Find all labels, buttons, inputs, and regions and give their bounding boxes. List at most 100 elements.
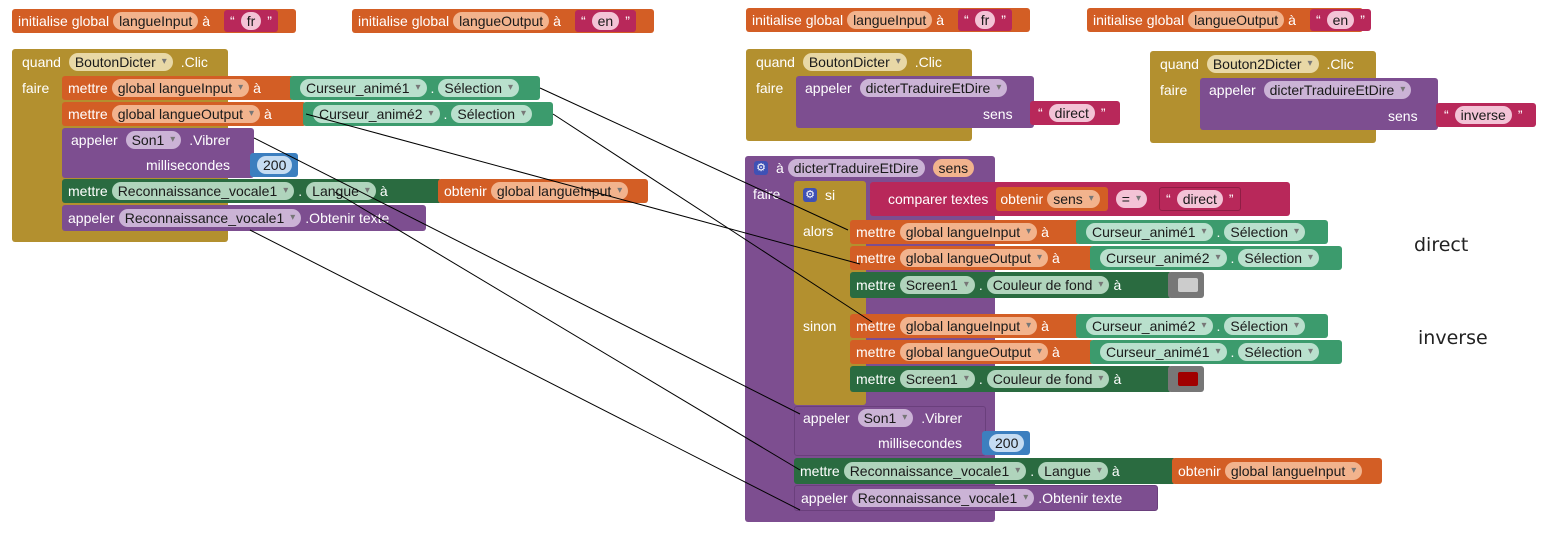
get-variable-block[interactable]: obtenir global langueInput bbox=[1172, 458, 1382, 484]
variable-name-field[interactable]: langueInput bbox=[847, 11, 933, 29]
component-dropdown[interactable]: Reconnaissance_vocale1 bbox=[118, 209, 302, 227]
text-string-block[interactable]: “ fr ” bbox=[224, 10, 278, 32]
variable-dropdown[interactable]: global langueInput bbox=[111, 79, 250, 97]
text-value-field[interactable]: direct bbox=[1176, 190, 1223, 208]
set-component-property-block[interactable]: mettre Reconnaissance_vocale1 . Langue à bbox=[62, 179, 442, 203]
component-dropdown[interactable]: BoutonDicter bbox=[802, 53, 907, 71]
component-dropdown[interactable]: Curseur_animé1 bbox=[1086, 223, 1213, 241]
color-swatch[interactable] bbox=[1178, 372, 1198, 386]
number-value[interactable]: 200 bbox=[257, 156, 293, 174]
property-dropdown[interactable]: Sélection bbox=[1238, 249, 1320, 267]
text-value-field[interactable]: direct bbox=[1048, 104, 1095, 122]
set-variable-block[interactable]: mettre global langueInput à bbox=[62, 76, 294, 100]
variable-name-field[interactable]: langueOutput bbox=[453, 12, 550, 30]
component-dropdown[interactable]: Reconnaissance_vocale1 bbox=[843, 462, 1027, 480]
global-declaration-langueInput-left[interactable]: initialise global langueInput à “ fr ” bbox=[12, 9, 296, 33]
variable-dropdown[interactable]: global langueInput bbox=[490, 182, 629, 200]
property-dropdown[interactable]: Sélection bbox=[1224, 317, 1306, 335]
component-dropdown[interactable]: Curseur_animé2 bbox=[1086, 317, 1213, 335]
call-procedure-header: appeler dicterTraduireEtDire bbox=[1209, 80, 1415, 100]
color-block-gray[interactable] bbox=[1168, 272, 1204, 298]
component-getter-block[interactable]: Curseur_animé2 . Sélection bbox=[303, 102, 553, 126]
property-dropdown[interactable]: Couleur de fond bbox=[986, 276, 1110, 294]
operator-dropdown[interactable]: = bbox=[1115, 190, 1148, 208]
gear-icon[interactable]: ⚙ bbox=[754, 161, 768, 175]
component-dropdown[interactable]: Bouton2Dicter bbox=[1206, 55, 1319, 73]
component-dropdown[interactable]: Screen1 bbox=[899, 276, 975, 294]
color-swatch[interactable] bbox=[1178, 278, 1198, 292]
global-declaration-langueOutput-left[interactable]: initialise global langueOutput à “ en ” bbox=[352, 9, 654, 33]
component-dropdown[interactable]: Son1 bbox=[125, 131, 182, 149]
text-value-field[interactable]: en bbox=[591, 12, 620, 30]
component-dropdown[interactable]: Reconnaissance_vocale1 bbox=[111, 182, 295, 200]
text-string-block[interactable]: “ en ” bbox=[1309, 9, 1371, 31]
sens-param-label: sens bbox=[1388, 108, 1418, 124]
get-variable-block[interactable]: obtenir global langueInput bbox=[438, 179, 648, 203]
component-getter-block[interactable]: Curseur_animé1 . Sélection bbox=[1090, 340, 1342, 364]
call-obtenir-texte-block[interactable]: appeler Reconnaissance_vocale1 .Obtenir … bbox=[794, 485, 1158, 511]
procedure-dropdown[interactable]: dicterTraduireEtDire bbox=[1263, 81, 1412, 99]
initialise-keyword: initialise global bbox=[358, 13, 450, 29]
get-variable-block[interactable]: obtenir sens bbox=[996, 187, 1108, 211]
variable-name-field[interactable]: langueInput bbox=[113, 12, 199, 30]
component-dropdown[interactable]: Curseur_animé2 bbox=[313, 105, 440, 123]
text-value-field[interactable]: fr bbox=[240, 12, 262, 30]
set-variable-block[interactable]: mettre global langueInput à bbox=[850, 314, 1080, 338]
set-component-property-block[interactable]: mettre Screen1 . Couleur de fond à bbox=[850, 366, 1172, 392]
variable-dropdown[interactable]: global langueInput bbox=[899, 317, 1038, 335]
set-variable-block[interactable]: mettre global langueOutput à bbox=[62, 102, 306, 126]
component-getter-block[interactable]: Curseur_animé1 . Sélection bbox=[1076, 220, 1328, 244]
component-dropdown[interactable]: Son1 bbox=[857, 409, 914, 427]
set-variable-block[interactable]: mettre global langueOutput à bbox=[850, 340, 1094, 364]
variable-dropdown[interactable]: global langueInput bbox=[1224, 462, 1363, 480]
text-string-block[interactable]: “ en ” bbox=[574, 10, 636, 32]
variable-name-field[interactable]: langueOutput bbox=[1188, 11, 1285, 29]
property-dropdown[interactable]: Couleur de fond bbox=[986, 370, 1110, 388]
variable-dropdown[interactable]: global langueOutput bbox=[899, 249, 1049, 267]
number-block[interactable]: 200 bbox=[982, 431, 1030, 455]
event-name: .Clic bbox=[180, 54, 208, 70]
property-dropdown[interactable]: Sélection bbox=[438, 79, 520, 97]
component-dropdown[interactable]: BoutonDicter bbox=[68, 53, 173, 71]
component-dropdown[interactable]: Curseur_animé1 bbox=[1100, 343, 1227, 361]
property-dropdown[interactable]: Langue bbox=[306, 182, 376, 200]
parameter-field[interactable]: sens bbox=[932, 159, 975, 177]
procedure-dropdown[interactable]: dicterTraduireEtDire bbox=[859, 79, 1008, 97]
property-dropdown[interactable]: Langue bbox=[1038, 462, 1108, 480]
component-dropdown[interactable]: Curseur_animé2 bbox=[1100, 249, 1227, 267]
global-declaration-langueInput-right[interactable]: initialise global langueInput à “ fr ” bbox=[746, 8, 1030, 32]
set-component-property-block[interactable]: mettre Reconnaissance_vocale1 . Langue à bbox=[794, 458, 1176, 484]
text-string-block[interactable]: “ direct ” bbox=[1159, 187, 1241, 211]
component-getter-block[interactable]: Curseur_animé1 . Sélection bbox=[290, 76, 540, 100]
text-string-block[interactable]: “ direct ” bbox=[1030, 101, 1120, 125]
component-getter-block[interactable]: Curseur_animé2 . Sélection bbox=[1090, 246, 1342, 270]
text-string-block[interactable]: “ fr ” bbox=[958, 9, 1012, 31]
mettre-keyword: mettre bbox=[856, 344, 896, 360]
text-value-field[interactable]: inverse bbox=[1454, 106, 1512, 124]
variable-dropdown[interactable]: global langueOutput bbox=[111, 105, 261, 123]
set-variable-block[interactable]: mettre global langueOutput à bbox=[850, 246, 1094, 270]
compare-texts-block[interactable]: comparer textes obtenir sens = “ direct … bbox=[870, 182, 1290, 216]
color-block-red[interactable] bbox=[1168, 366, 1204, 392]
component-dropdown[interactable]: Curseur_animé1 bbox=[300, 79, 427, 97]
component-dropdown[interactable]: Screen1 bbox=[899, 370, 975, 388]
component-dropdown[interactable]: Reconnaissance_vocale1 bbox=[851, 489, 1035, 507]
set-variable-block[interactable]: mettre global langueInput à bbox=[850, 220, 1080, 244]
property-dropdown[interactable]: Sélection bbox=[451, 105, 533, 123]
gear-icon[interactable]: ⚙ bbox=[803, 188, 817, 202]
component-getter-block[interactable]: Curseur_animé2 . Sélection bbox=[1076, 314, 1328, 338]
property-dropdown[interactable]: Sélection bbox=[1238, 343, 1320, 361]
property-dropdown[interactable]: Sélection bbox=[1224, 223, 1306, 241]
variable-dropdown[interactable]: sens bbox=[1047, 190, 1100, 208]
set-component-property-block[interactable]: mettre Screen1 . Couleur de fond à bbox=[850, 272, 1172, 298]
number-block[interactable]: 200 bbox=[250, 153, 298, 177]
global-declaration-langueOutput-right[interactable]: initialise global langueOutput à “ en ” bbox=[1087, 8, 1371, 32]
variable-dropdown[interactable]: global langueInput bbox=[899, 223, 1038, 241]
text-value-field[interactable]: fr bbox=[974, 11, 996, 29]
number-value[interactable]: 200 bbox=[989, 434, 1025, 452]
variable-dropdown[interactable]: global langueOutput bbox=[899, 343, 1049, 361]
call-obtenir-texte-block[interactable]: appeler Reconnaissance_vocale1 .Obtenir … bbox=[62, 205, 426, 231]
text-value-field[interactable]: en bbox=[1326, 11, 1355, 29]
text-string-block[interactable]: “ inverse ” bbox=[1436, 103, 1536, 127]
procedure-name-field[interactable]: dicterTraduireEtDire bbox=[787, 159, 925, 177]
